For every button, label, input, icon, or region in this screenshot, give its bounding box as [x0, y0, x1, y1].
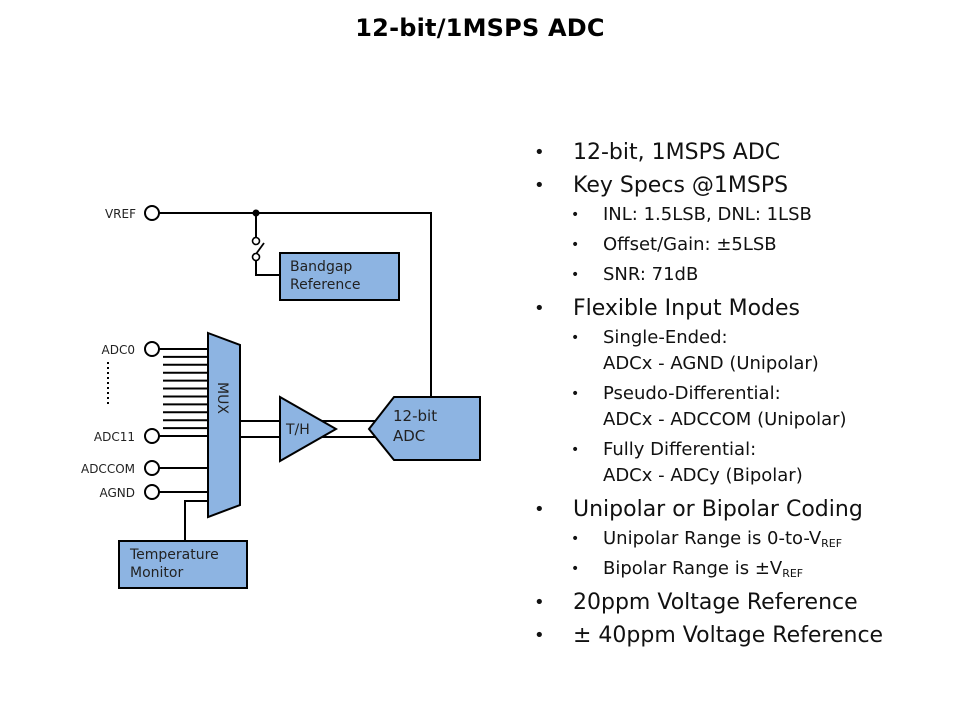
bullet-dot-icon: •: [534, 499, 545, 520]
sub-bullet-text: Bipolar Range is ±V: [603, 558, 783, 579]
temp-monitor-wire: [184, 500, 208, 541]
adc11-pin-icon: [144, 428, 160, 444]
adccom-pin-icon: [144, 460, 160, 476]
sub-bullet-text-line2: ADCx - ADCy (Bipolar): [603, 465, 803, 486]
sub-bullet-item: • Offset/Gain: ±5LSB: [534, 232, 954, 258]
bullet-item: • Key Specs @1MSPS: [534, 169, 954, 202]
sub-bullet-item: • Bipolar Range is ±VREF: [534, 556, 954, 582]
sub-bullet-item: • Fully Differential: ADCx - ADCy (Bipolar…: [534, 437, 954, 489]
sub-bullet-dot-icon: •: [571, 561, 580, 577]
bullet-text: 20ppm Voltage Reference: [573, 590, 858, 615]
bullet-dot-icon: •: [534, 175, 545, 196]
agnd-pin-icon: [144, 484, 160, 500]
bullet-text: Unipolar or Bipolar Coding: [573, 497, 863, 522]
sub-bullet-dot-icon: •: [571, 330, 580, 346]
adc-label-line2: ADC: [393, 427, 425, 445]
adc0-pin-icon: [144, 341, 160, 357]
bandgap-reference-block: [279, 252, 400, 301]
adc0-label: ADC0: [102, 343, 135, 357]
adc11-label: ADC11: [94, 430, 135, 444]
bullet-text: 12-bit, 1MSPS ADC: [573, 140, 781, 165]
sub-bullet-dot-icon: •: [571, 267, 580, 283]
bullet-item: • 12-bit, 1MSPS ADC: [534, 136, 954, 169]
agnd-label: AGND: [99, 486, 135, 500]
vref-label: VREF: [105, 207, 136, 221]
mux-input-lines: [159, 348, 208, 437]
switch-wire-bottom: [255, 261, 280, 276]
bullet-dot-icon: •: [534, 142, 545, 163]
vref-pin-icon: [144, 205, 160, 221]
bullet-item: • Flexible Input Modes: [534, 292, 954, 325]
track-hold-block: [279, 395, 339, 463]
bandgap-label-line1: Bandgap: [290, 259, 352, 275]
sub-bullet-item: • Unipolar Range is 0-to-VREF: [534, 526, 954, 552]
sub-bullet-text: Fully Differential:: [603, 439, 757, 460]
sub-bullet-text: INL: 1.5LSB, DNL: 1LSB: [603, 204, 812, 225]
sub-bullet-item: • Single-Ended: ADCx - AGND (Unipolar): [534, 325, 954, 377]
adc-block: [367, 396, 481, 461]
sub-bullet-text-line2: ADCx - ADCCOM (Unipolar): [603, 409, 847, 430]
sub-bullet-item: • SNR: 71dB: [534, 262, 954, 288]
switch-contact-icon: [251, 252, 261, 262]
sub-bullet-dot-icon: •: [571, 531, 580, 547]
adc-label-line1: 12-bit: [393, 407, 437, 425]
temp-label-line2: Monitor: [130, 565, 183, 581]
sub-bullet-item: • INL: 1.5LSB, DNL: 1LSB: [534, 202, 954, 228]
subscript-text: REF: [821, 537, 843, 550]
switch-contact-icon: [251, 236, 261, 246]
sub-bullet-dot-icon: •: [571, 386, 580, 402]
bullet-item: • 20ppm Voltage Reference: [534, 586, 954, 619]
mux-label: MUX: [214, 382, 230, 414]
sub-bullet-text: SNR: 71dB: [603, 264, 699, 285]
bullet-dot-icon: •: [534, 625, 545, 646]
bullet-dot-icon: •: [534, 592, 545, 613]
subscript-text: REF: [782, 567, 804, 580]
bullet-item: • Unipolar or Bipolar Coding: [534, 493, 954, 526]
sub-bullet-text-line2: ADCx - AGND (Unipolar): [603, 353, 819, 374]
bandgap-label-line2: Reference: [290, 277, 361, 293]
sub-bullet-text: Offset/Gain: ±5LSB: [603, 234, 777, 255]
bullet-dot-icon: •: [534, 298, 545, 319]
mux-block: [207, 331, 241, 519]
sub-bullet-dot-icon: •: [571, 237, 580, 253]
adccom-label: ADCCOM: [81, 462, 135, 476]
track-hold-label: T/H: [285, 422, 310, 438]
sub-bullet-text: Pseudo-Differential:: [603, 383, 781, 404]
vref-wire: [159, 212, 432, 397]
temperature-monitor-block: [118, 540, 248, 589]
slide-title: 12-bit/1MSPS ADC: [355, 14, 605, 42]
sub-bullet-dot-icon: •: [571, 442, 580, 458]
bullet-item: • ± 40ppm Voltage Reference: [534, 619, 954, 652]
sub-bullet-dot-icon: •: [571, 207, 580, 223]
bullet-text: Key Specs @1MSPS: [573, 173, 789, 198]
temp-label-line1: Temperature: [129, 547, 219, 563]
sub-bullet-text: Unipolar Range is 0-to-V: [603, 528, 822, 549]
switch-blade-icon: [255, 242, 265, 255]
sub-bullet-text: Single-Ended:: [603, 327, 728, 348]
feature-list: • 12-bit, 1MSPS ADC • Key Specs @1MSPS • INL:…: [534, 136, 954, 652]
bullet-text: Flexible Input Modes: [573, 296, 801, 321]
bullet-text: ± 40ppm Voltage Reference: [573, 623, 884, 648]
sub-bullet-item: • Pseudo-Differential: ADCx - ADCCOM (Unip…: [534, 381, 954, 433]
